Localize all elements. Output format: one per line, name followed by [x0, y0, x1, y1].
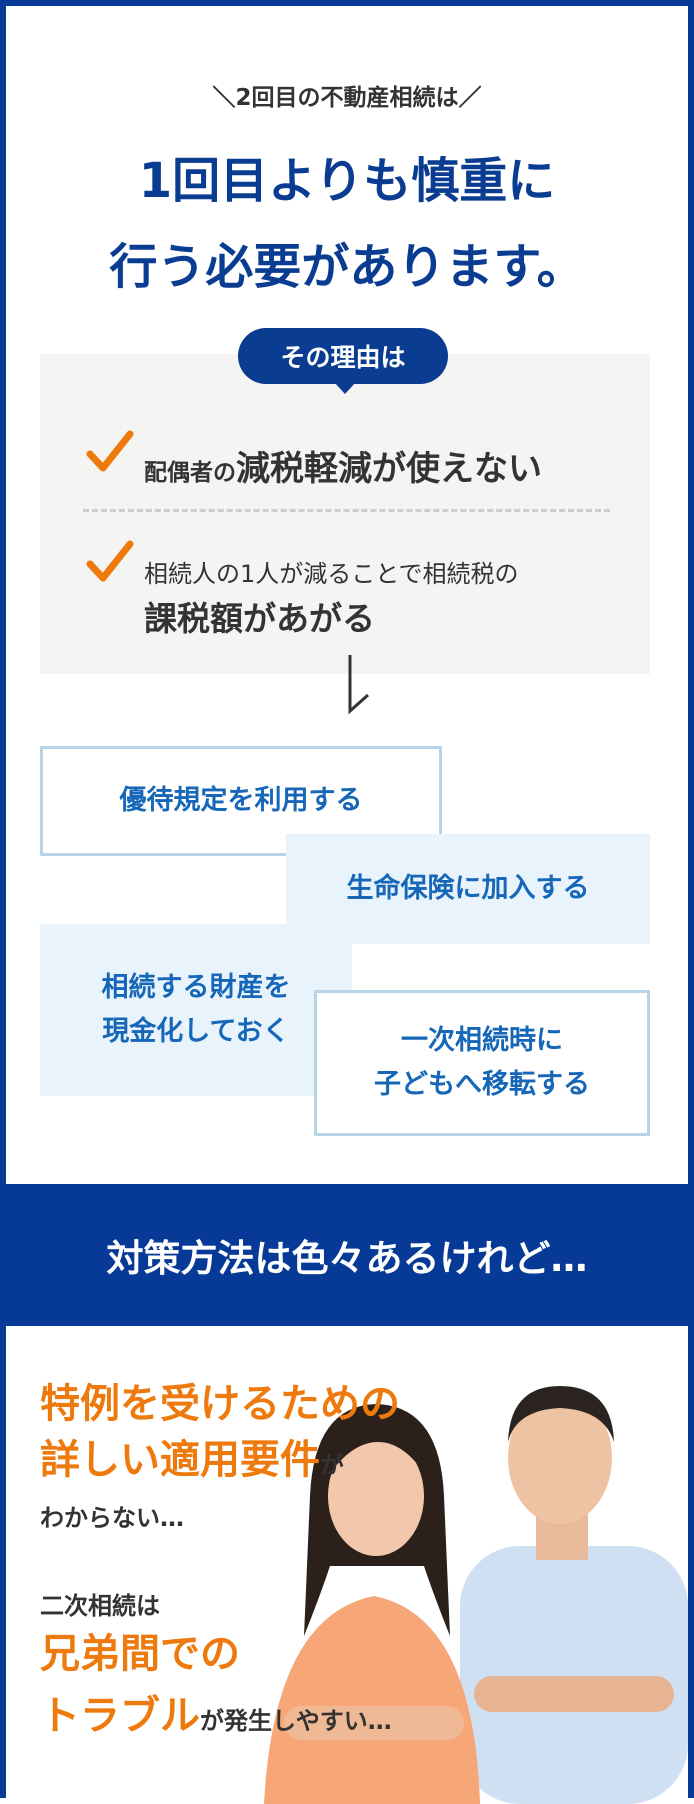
concern-line-2-suffix: が — [320, 1451, 344, 1479]
man-face — [508, 1392, 612, 1524]
concern-line-2: 詳しい適用要件が — [40, 1432, 344, 1488]
woman-face — [328, 1436, 424, 1556]
measure-card-3-line-1: 相続する財産を — [101, 972, 291, 1003]
concern-line-6: トラブルが発生しやすい… — [40, 1688, 392, 1744]
man-hair — [508, 1386, 614, 1442]
down-arrow-icon — [348, 655, 369, 715]
reasons-box — [40, 354, 650, 674]
worried-couple-illustration — [264, 1386, 688, 1804]
band-text: 対策方法は色々あるけれど… — [106, 1237, 588, 1280]
man-shirt — [460, 1546, 688, 1804]
measure-card-2-text: 生命保険に加入する — [346, 873, 590, 904]
measure-card-3: 相続する財産を 現金化しておく — [40, 924, 352, 1096]
blue-band: 対策方法は色々あるけれど… — [6, 1184, 688, 1326]
woman-arms — [284, 1706, 464, 1740]
woman-top — [264, 1596, 480, 1804]
woman-bangs — [328, 1420, 426, 1476]
reasons-badge: その理由は — [238, 328, 448, 384]
check-icon — [86, 430, 134, 472]
reason-1: 配偶者の減税軽減が使えない — [144, 441, 542, 490]
headline-line-2: 行う必要があります。 — [109, 239, 585, 295]
measure-card-3-text: 相続する財産を 現金化しておく — [102, 966, 291, 1054]
reason-1-emphasis: 減税軽減が使えない — [236, 449, 542, 489]
concerns-section: 特例を受けるための 詳しい適用要件が わからない… 二次相続は 兄弟間での トラ… — [6, 1326, 688, 1804]
measure-card-4-text: 一次相続時に 子どもへ移転する — [374, 1019, 590, 1107]
measure-card-4: 一次相続時に 子どもへ移転する — [314, 990, 650, 1136]
badge-tail — [334, 382, 356, 394]
concern-line-6-emphasis: トラブル — [40, 1693, 200, 1739]
kicker-text: ＼2回目の不動産相続は／ — [212, 85, 482, 111]
concern-line-3: わからない… — [40, 1504, 184, 1532]
measure-card-3-line-2: 現金化しておく — [102, 1016, 290, 1047]
reason-2-line-1: 相続人の1人が減ることで相続税の — [144, 560, 519, 588]
reason-1-prefix: 配偶者の — [144, 460, 236, 486]
headline-line-1: 1回目よりも慎重に — [138, 153, 556, 209]
check-icon — [86, 540, 134, 582]
measure-card-4-line-1: 一次相続時に — [401, 1025, 563, 1056]
concern-line-6-suffix: が発生しやすい… — [200, 1707, 392, 1735]
headline: 1回目よりも慎重に 行う必要があります。 — [6, 138, 688, 310]
concern-line-4: 二次相続は — [40, 1592, 160, 1620]
man-arms — [474, 1676, 674, 1712]
measure-card-1-text: 優待規定を利用する — [119, 785, 363, 816]
reason-2-line-2: 課税額があがる — [144, 599, 375, 638]
measure-card-4-line-2: 子どもへ移転する — [374, 1069, 590, 1100]
concern-line-1: 特例を受けるための — [40, 1381, 400, 1427]
concern-line-5: 兄弟間での — [40, 1631, 240, 1677]
concern-line-2-emphasis: 詳しい適用要件 — [40, 1437, 320, 1483]
reasons-divider — [83, 509, 610, 512]
